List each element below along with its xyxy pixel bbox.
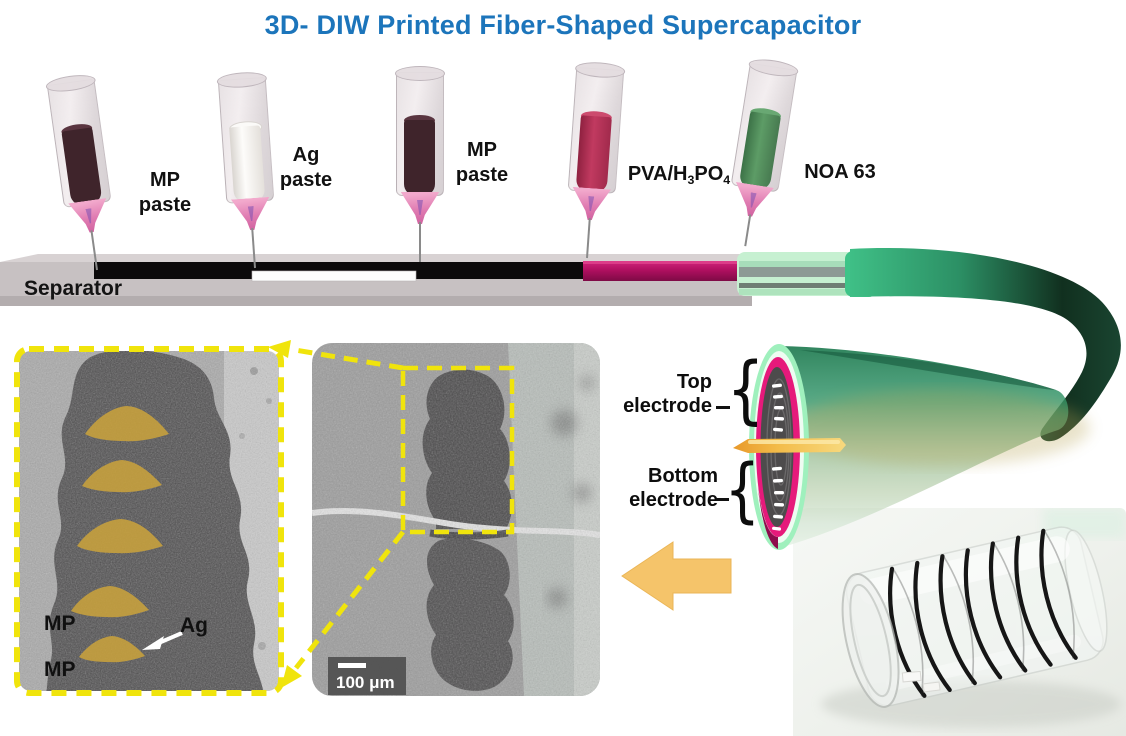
photo-graphic: [793, 508, 1126, 736]
label-noa-63: NOA 63: [804, 161, 876, 183]
wrapped-fiber-photo: [793, 508, 1126, 736]
syringe-needle: [90, 230, 98, 271]
label-ag-paste: Ag paste: [279, 144, 333, 191]
glass-cylinder: [841, 526, 1108, 708]
syringe-ink: [229, 125, 266, 204]
top-electrode-connector: [716, 406, 730, 409]
label-mp-top: MP: [44, 612, 76, 635]
sem-closeup-image: [14, 346, 284, 696]
sem-closeup: MP Ag MP: [14, 346, 284, 696]
label-ag: Ag: [180, 614, 208, 637]
label-bottom-electrode: Bottom electrode: [629, 465, 718, 511]
separator-band: [733, 438, 846, 453]
ag-layer-highlights: [71, 406, 169, 663]
top-electrode-brace: {: [726, 347, 765, 433]
bottom-electrode-connector: [716, 498, 729, 501]
figure-title: 3D- DIW Printed Fiber-Shaped Supercapaci…: [264, 10, 862, 40]
sem-cross-section-image: 100 μm: [312, 343, 600, 696]
ag-pointer-arrow: [142, 631, 183, 650]
printed-mp-line: [94, 262, 586, 279]
scale-bar: 100 μm: [328, 657, 406, 695]
syringe-ink: [404, 120, 435, 196]
fiber-coils: [888, 528, 1078, 698]
label-mp-paste-2: MP paste: [455, 139, 509, 186]
printed-electrolyte-line: [583, 261, 745, 281]
label-pva-h3po4: PVA/H3PO4: [627, 163, 731, 187]
scale-bar-text: 100 μm: [336, 673, 395, 692]
label-top-electrode: Top electrode: [623, 371, 712, 417]
label-mp-bottom: MP: [44, 658, 76, 681]
magnified-region-rect: [400, 365, 515, 535]
label-separator: Separator: [24, 277, 123, 300]
fiber-ribbon: [850, 248, 1121, 442]
fiber-cross-section: [733, 344, 846, 550]
syringe-mp-2: [392, 66, 448, 262]
fiber-cone: [779, 346, 1090, 548]
sem-cross-section: 100 μm: [312, 343, 600, 696]
bottom-electrode-brace: {: [724, 449, 761, 531]
label-mp-paste-1: MP paste: [138, 169, 192, 216]
syringe-ink: [575, 115, 612, 194]
electrode-layer-marks: [771, 383, 785, 531]
printed-ag-line: [251, 270, 417, 282]
